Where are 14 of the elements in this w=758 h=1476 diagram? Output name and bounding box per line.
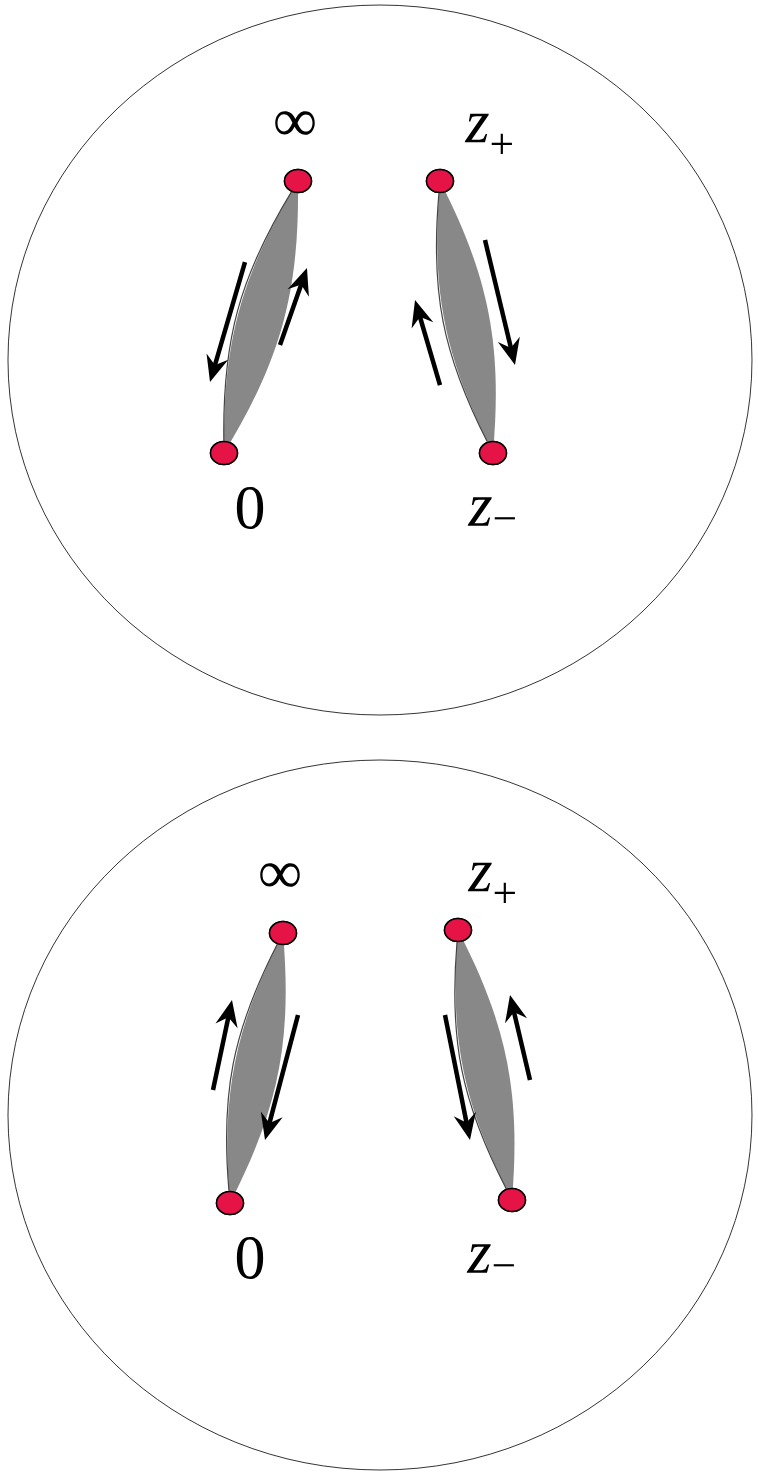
branch-cut	[223, 191, 292, 442]
branch-cut	[454, 941, 507, 1190]
sphere-outline	[7, 759, 753, 1471]
point-label: z$_{+}$	[467, 862, 515, 903]
sphere-outline	[7, 4, 753, 716]
branch-cut	[435, 192, 488, 443]
point-label: ∞	[275, 111, 315, 135]
point-label: z$_{−}$	[467, 497, 515, 526]
point-label: 0	[236, 487, 264, 529]
branch-cut	[225, 943, 278, 1192]
point-label: ∞	[260, 863, 300, 887]
point-label: z$_{+}$	[464, 113, 512, 154]
point-label: 0	[236, 1237, 264, 1279]
point-label: z$_{−}$	[466, 1244, 514, 1273]
